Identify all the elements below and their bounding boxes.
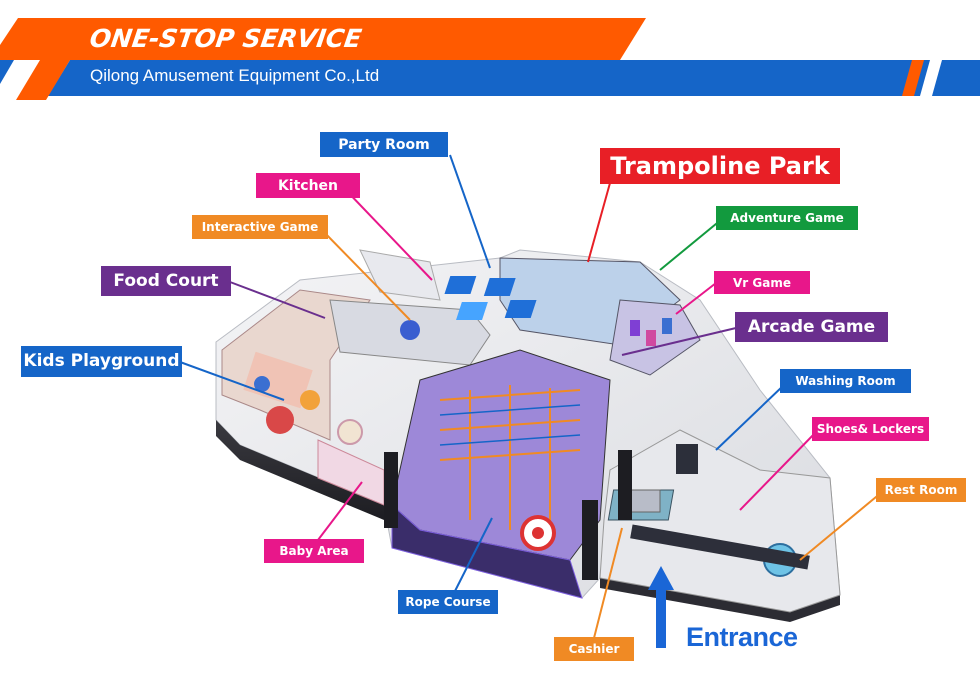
leader-baby-area [317,481,363,541]
label-arcade-game-text: Arcade Game [747,316,876,337]
label-kitchen-text: Kitchen [277,177,339,194]
leader-rest-room [799,491,883,561]
header-subtitle: Qilong Amusement Equipment Co.,Ltd [90,66,380,85]
label-rest-room-text: Rest Room [884,483,958,497]
leader-food-court [229,281,326,319]
leader-lines [179,154,883,639]
header-orange-bar [0,18,646,60]
leader-rope-course [453,517,493,594]
label-party-room: Party Room [320,132,448,157]
label-shoes-lockers: Shoes& Lockers [812,417,929,441]
building-floor [215,249,841,622]
leader-cashier [593,527,623,639]
label-rope-course-text: Rope Course [405,595,491,609]
label-kids-playground: Kids Playground [21,346,182,377]
label-kitchen: Kitchen [256,173,360,198]
header-right-accent-2 [920,60,942,96]
label-washing-room-text: Washing Room [795,374,896,388]
label-vr-game: Vr Game [714,271,810,294]
label-vr-game-text: Vr Game [733,275,791,290]
leader-arcade-game [621,327,737,356]
header-left-accent [16,60,70,100]
entrance-label: Entrance [686,622,798,652]
leader-shoes-lockers [739,429,819,511]
label-cashier-text: Cashier [568,642,620,656]
leader-vr-game [675,282,717,315]
label-baby-area: Baby Area [264,539,364,563]
leader-party-room [449,154,491,269]
label-trampoline-park-text: Trampoline Park [610,152,830,180]
entrance-arrow [648,566,674,648]
label-rope-course: Rope Course [398,590,498,614]
label-kids-playground-text: Kids Playground [23,351,180,371]
label-washing-room: Washing Room [780,369,911,393]
label-adventure-game: Adventure Game [716,206,858,230]
leader-washing-room [715,384,785,451]
label-interactive-game-text: Interactive Game [201,220,319,234]
leader-kids-playground [179,361,285,401]
header-blue-bar [0,60,980,96]
label-food-court-text: Food Court [113,270,219,291]
label-interactive-game: Interactive Game [192,215,328,239]
label-cashier: Cashier [554,637,634,661]
header-title: ONE-STOP SERVICE [87,24,364,53]
label-party-room-text: Party Room [338,136,430,153]
header-right-accent-1 [902,60,924,96]
label-baby-area-text: Baby Area [279,544,349,558]
label-shoes-lockers-text: Shoes& Lockers [816,422,925,436]
leader-trampoline-park [587,182,611,263]
label-arcade-game: Arcade Game [735,312,888,342]
header-banner [0,18,980,100]
leader-interactive-game [319,227,411,321]
label-trampoline-park: Trampoline Park [600,148,840,184]
leader-adventure-game [659,218,723,271]
label-food-court: Food Court [101,266,231,296]
leader-kitchen [341,185,433,281]
label-adventure-game-text: Adventure Game [730,211,844,225]
label-rest-room: Rest Room [876,478,966,502]
